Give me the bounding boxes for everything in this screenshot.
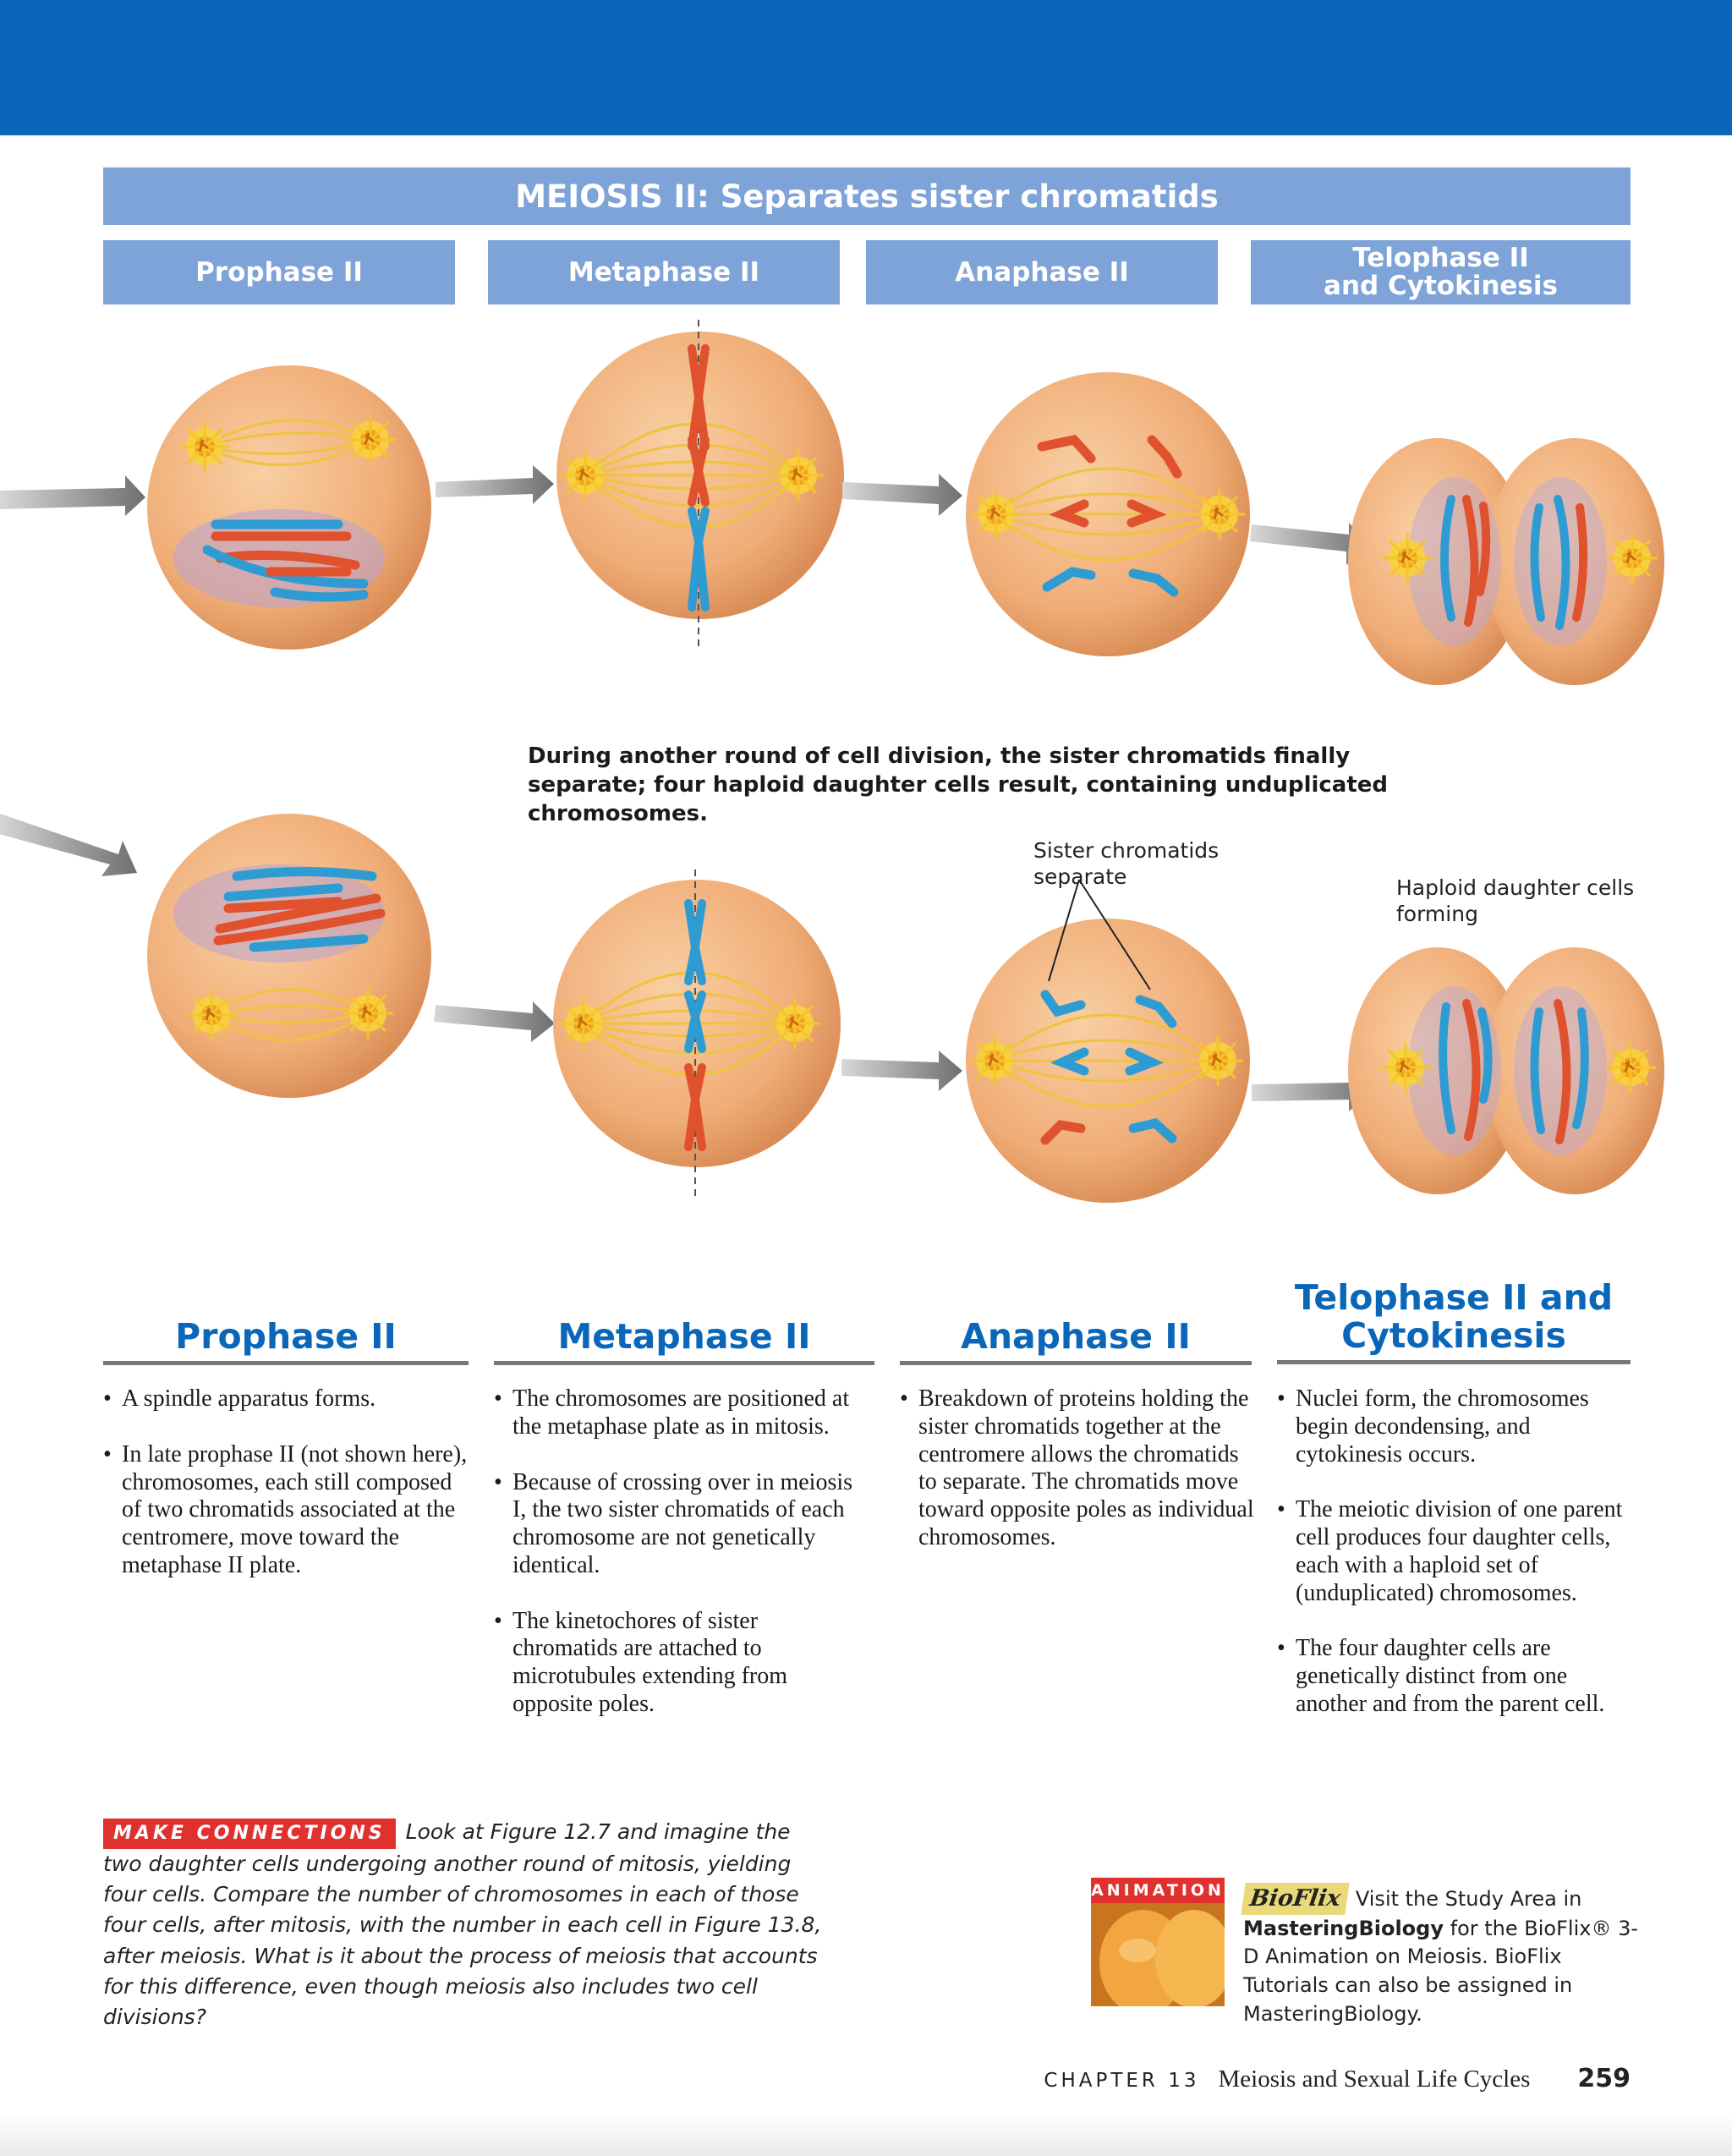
meiosis-ii-illustration <box>0 320 1664 1203</box>
arrow-icon <box>1252 1071 1372 1111</box>
list-item: Breakdown of proteins holding the sister… <box>900 1385 1255 1552</box>
list-item: In late prophase II (not shown here), ch… <box>103 1441 472 1580</box>
animation-thumbnail[interactable]: ANIMATION <box>1091 1878 1225 2006</box>
list-item: The chromosomes are positioned at the me… <box>494 1385 866 1441</box>
callout-sister-chromatids: Sister chromatids separate <box>1033 838 1220 890</box>
bullets-telophase-ii: Nuclei form, the chromosomes begin decon… <box>1277 1385 1631 1747</box>
cell-prophase-ii-bottom <box>147 814 431 1098</box>
list-item: The kinetochores of sister chromatids ar… <box>494 1608 866 1719</box>
meiosis-ii-title-bar: MEIOSIS II: Separates sister chromatids <box>103 167 1631 225</box>
animation-label: ANIMATION <box>1091 1878 1225 1903</box>
arrow-icon <box>0 814 137 876</box>
cell-anaphase-ii-top <box>966 372 1250 656</box>
bullets-anaphase-ii: Breakdown of proteins holding the sister… <box>900 1385 1255 1580</box>
list-item: The four daughter cells are genetically … <box>1277 1635 1631 1718</box>
tab-metaphase-ii: Metaphase II <box>488 240 840 304</box>
cell-anaphase-ii-bottom <box>966 879 1250 1203</box>
arrow-icon <box>434 1001 555 1042</box>
arrow-icon <box>842 474 962 516</box>
arrow-icon <box>1250 523 1372 565</box>
bioflix-logo: BioFlix <box>1241 1883 1350 1915</box>
make-connections-text: Look at Figure 12.7 and imagine the two … <box>103 1819 822 2030</box>
list-item: Nuclei form, the chromosomes begin decon… <box>1277 1385 1631 1468</box>
heading-telophase-ii: Telophase II and Cytokinesis <box>1277 1278 1631 1365</box>
chapter-title: Meiosis and Sexual Life Cycles <box>1218 2065 1531 2093</box>
cell-metaphase-ii-top <box>556 320 844 648</box>
heading-metaphase-ii: Metaphase II <box>494 1317 874 1366</box>
heading-anaphase-ii: Anaphase II <box>900 1317 1252 1366</box>
list-item: A spindle apparatus forms. <box>103 1385 472 1413</box>
page-footer: CHAPTER 13 Meiosis and Sexual Life Cycle… <box>1044 2064 1631 2093</box>
bullets-prophase-ii: A spindle apparatus forms. In late proph… <box>103 1385 472 1608</box>
cell-metaphase-ii-bottom <box>553 870 841 1198</box>
arrow-icon <box>841 1051 962 1091</box>
arrow-icon <box>0 475 145 516</box>
list-item: Because of crossing over in meiosis I, t… <box>494 1469 866 1580</box>
cell-telophase-ii-top <box>1348 438 1664 685</box>
page-number: 259 <box>1577 2064 1631 2093</box>
bullets-metaphase-ii: The chromosomes are positioned at the me… <box>494 1385 866 1747</box>
tab-telophase-ii: Telophase II and Cytokinesis <box>1251 240 1631 304</box>
make-connections-label: MAKE CONNECTIONS <box>103 1819 396 1849</box>
mastering-biology-link[interactable]: MasteringBiology <box>1243 1916 1444 1940</box>
figure-title: MEIOSIS II: Separates sister chromatids <box>515 178 1219 215</box>
chapter-label: CHAPTER 13 <box>1044 2070 1200 2092</box>
top-color-band <box>0 0 1732 135</box>
tab-prophase-ii: Prophase II <box>103 240 455 304</box>
arrow-icon <box>436 465 554 504</box>
tab-anaphase-ii: Anaphase II <box>866 240 1218 304</box>
bottom-shade <box>0 2115 1732 2156</box>
heading-prophase-ii: Prophase II <box>103 1317 469 1366</box>
cell-telophase-ii-bottom <box>1348 947 1664 1194</box>
diagram-caption: During another round of cell division, t… <box>528 743 1389 826</box>
callout-haploid-cells: Haploid daughter cells forming <box>1396 875 1635 927</box>
list-item: The meiotic division of one parent cell … <box>1277 1496 1631 1607</box>
cell-prophase-ii-top <box>147 365 431 650</box>
